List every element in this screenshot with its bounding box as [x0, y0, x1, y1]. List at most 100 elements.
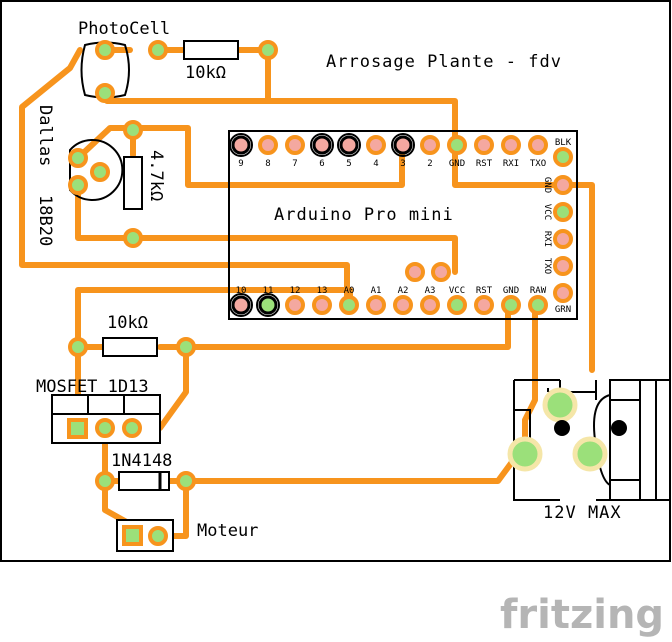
- arduino-pad-right-TXO: [553, 256, 573, 276]
- arduino-pad-top-2: [420, 135, 440, 155]
- arduino-pin-label-top-GND: GND: [449, 159, 465, 169]
- photocell-outline: [80, 41, 130, 99]
- arduino-pad-top-8: [258, 135, 278, 155]
- arduino-pad-top-GND: [447, 135, 467, 155]
- arduino-pad-a5: [431, 262, 451, 282]
- pad-jack-3: [572, 436, 608, 472]
- label-diode: 1N4148: [111, 451, 172, 471]
- arduino-pin-label-top-7: 7: [292, 159, 297, 169]
- arduino-pin-label-bottom-10: 10: [236, 286, 247, 296]
- pad-r-pullup-2: [123, 228, 143, 248]
- arduino-pin-label-bottom-12: 12: [290, 286, 301, 296]
- arduino-pin-label-right-GND: GND: [542, 177, 552, 193]
- arduino-pad-bottom-A0: [339, 295, 359, 315]
- arduino-pad-bottom-A1: [366, 295, 386, 315]
- arduino-pad-bottom-10-ring: [229, 293, 253, 317]
- arduino-pad-top-RXI: [501, 135, 521, 155]
- pad-dallas-2: [90, 162, 110, 182]
- pad-motor-2: [148, 526, 168, 546]
- board-title: Arrosage Plante - fdv: [326, 52, 562, 72]
- arduino-pin-label-top-5: 5: [346, 159, 351, 169]
- pad-photocell-1: [95, 40, 115, 60]
- arduino-pad-right-VCC: [553, 202, 573, 222]
- jack-hole-1: [554, 420, 570, 436]
- arduino-pad-right-GRN: [553, 283, 573, 303]
- pad-motor-1: [122, 525, 143, 546]
- pad-mosfet-2: [95, 418, 115, 438]
- pad-r-pullup-1: [123, 120, 143, 140]
- arduino-pin-label-right-GRN: GRN: [555, 305, 571, 315]
- arduino-outline: [228, 130, 578, 320]
- arduino-pin-label-bottom-RST: RST: [476, 286, 493, 296]
- arduino-pad-top-9: [231, 135, 251, 155]
- pad-photocell-2: [95, 83, 115, 103]
- arduino-pads: [229, 133, 573, 317]
- arduino-pin-label-top-8: 8: [265, 159, 270, 169]
- arduino-pin-label-top-2: 2: [427, 159, 432, 169]
- board-outline: [0, 0, 671, 562]
- jack-hole-2: [611, 420, 627, 436]
- r-gate-body: [102, 337, 158, 357]
- arduino-pad-top-9-ring: [229, 133, 253, 157]
- arduino-pin-label-bottom-13: 13: [317, 286, 328, 296]
- arduino-pin-label-right-TXO: TXO: [542, 258, 552, 274]
- arduino-pad-a4: [405, 262, 425, 282]
- arduino-pad-bottom-10: [231, 295, 251, 315]
- arduino-pad-bottom-11: [258, 295, 278, 315]
- arduino-pad-top-4: [366, 135, 386, 155]
- arduino-pad-bottom-11-ring: [256, 293, 280, 317]
- pad-mosfet-1: [67, 418, 88, 439]
- arduino-pin-label-bottom-RAW: RAW: [530, 286, 547, 296]
- arduino-pad-top-6: [312, 135, 332, 155]
- arduino-pad-top-6-ring: [310, 133, 334, 157]
- label-power: 12V MAX: [543, 503, 622, 523]
- arduino-pin-label-right-RXI: RXI: [542, 231, 552, 247]
- arduino-pad-bottom-RST: [474, 295, 494, 315]
- arduino-pin-label-top-RST: RST: [476, 159, 493, 169]
- label-dallas: Dallas: [35, 105, 55, 166]
- label-mosfet: MOSFET 1D13: [36, 377, 149, 397]
- pad-diode-1: [95, 471, 115, 491]
- arduino-pad-right-GND: [553, 175, 573, 195]
- pad-r-gate-1: [68, 337, 88, 357]
- arduino-pad-bottom-12: [285, 295, 305, 315]
- pad-r-photo-1: [148, 40, 168, 60]
- pad-r-gate-2: [176, 337, 196, 357]
- arduino-pin-label-top-4: 4: [373, 159, 378, 169]
- arduino-pad-right-RXI: [553, 229, 573, 249]
- label-arduino: Arduino Pro mini: [274, 205, 454, 225]
- label-r-gate: 10kΩ: [107, 313, 148, 333]
- pad-jack-1: [507, 436, 543, 472]
- arduino-pin-label-top-3: 3: [400, 159, 405, 169]
- arduino-pin-label-top-RXI: RXI: [503, 159, 519, 169]
- label-r-pullup: 4.7kΩ: [146, 150, 166, 201]
- arduino-pin-label-top-6: 6: [319, 159, 324, 169]
- arduino-pad-top-7: [285, 135, 305, 155]
- label-photocell: PhotoCell: [78, 19, 170, 39]
- arduino-pin-label-top-9: 9: [238, 159, 243, 169]
- arduino-pad-top-5-ring: [337, 133, 361, 157]
- arduino-pad-top-3: [393, 135, 413, 155]
- arduino-pad-bottom-A3: [420, 295, 440, 315]
- r-photo-body: [183, 40, 239, 60]
- pad-jack-2: [542, 387, 578, 423]
- arduino-pin-label-bottom-11: 11: [263, 286, 274, 296]
- arduino-pin-label-right-VCC: VCC: [542, 204, 552, 220]
- label-motor: Moteur: [197, 521, 258, 541]
- fritzing-logo: fritzing: [500, 592, 664, 638]
- dallas-outline: [69, 139, 124, 201]
- arduino-pin-label-bottom-A2: A2: [398, 286, 409, 296]
- diode-body: [118, 471, 170, 491]
- label-dallas-model: 18B20: [35, 195, 55, 246]
- arduino-pad-top-5: [339, 135, 359, 155]
- arduino-pad-top-TXO: [528, 135, 548, 155]
- silkscreen: [51, 40, 671, 552]
- label-r-photo: 10kΩ: [185, 63, 226, 83]
- arduino-pin-label-top-TXO: TXO: [530, 159, 546, 169]
- arduino-pin-label-bottom-GND: GND: [503, 286, 519, 296]
- pad-dallas-1: [68, 148, 88, 168]
- arduino-pin-label-bottom-A3: A3: [425, 286, 436, 296]
